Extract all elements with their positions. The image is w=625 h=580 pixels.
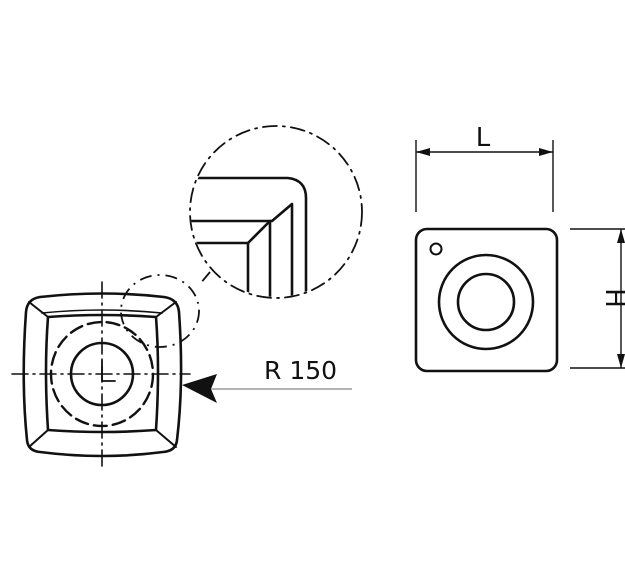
outer-ring-circle [437, 253, 535, 351]
radius-label: R 150 [264, 356, 337, 385]
detail-callout-circle [189, 125, 363, 299]
square-insert-outline [414, 227, 559, 373]
detail-leader [120, 271, 211, 348]
height-dimension: H [570, 228, 625, 369]
radius-arrowhead [182, 374, 217, 403]
corner-callout-ellipse [120, 274, 200, 348]
orientation-mark-circle [429, 242, 443, 256]
length-arrow-right [539, 148, 553, 156]
height-label: H [599, 288, 625, 308]
length-label: L [476, 123, 491, 153]
length-dimension: L [415, 123, 554, 212]
centerlines [11, 281, 191, 467]
height-arrow-bottom [617, 354, 625, 368]
length-arrow-left [416, 148, 430, 156]
square-insert-view [414, 227, 559, 373]
bore-circle [456, 272, 516, 332]
detail-view [189, 125, 363, 299]
radius-insert-view [11, 281, 191, 467]
radius-callout: R 150 [182, 356, 352, 403]
height-arrow-top [617, 229, 625, 243]
insert-outer-outline [22, 292, 183, 458]
center-mark [101, 360, 116, 382]
detail-corner-lines [191, 176, 308, 297]
corner-bevel-lines [28, 301, 177, 448]
